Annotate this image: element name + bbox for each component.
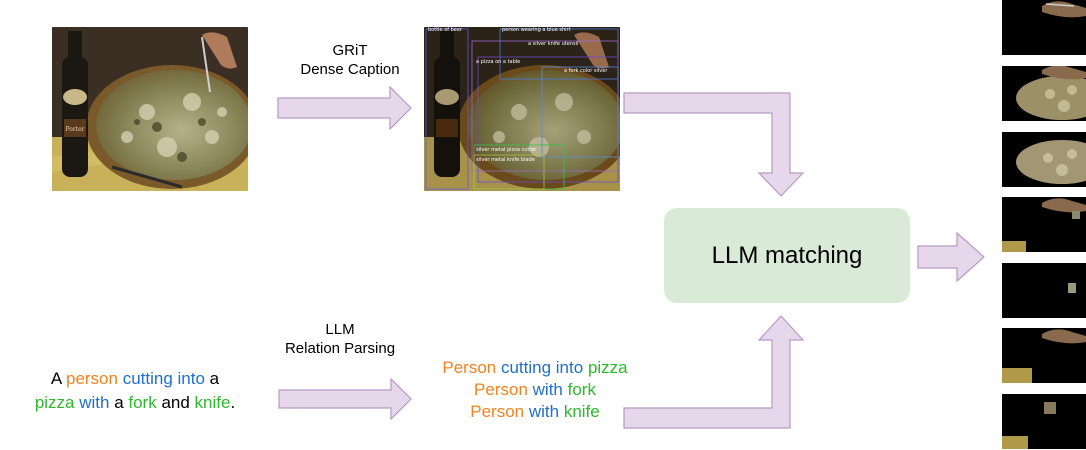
- sentence-token: a: [204, 369, 220, 388]
- relation-parsing-label: LLM Relation Parsing: [270, 320, 410, 358]
- arrow-down-icon: [623, 92, 805, 197]
- relation-predicate: cutting into: [500, 358, 584, 377]
- result-thumbnail: [1002, 394, 1086, 449]
- sentence-token: pizza: [34, 393, 75, 412]
- relation-object: fork: [567, 380, 596, 399]
- dense-caption-5: a fork color silver: [564, 68, 608, 74]
- sentence-line-1: A person cutting into a: [0, 367, 270, 391]
- sentence-token: knife: [194, 393, 231, 412]
- pizza-photo: Porter: [52, 27, 248, 191]
- result-thumbnail: [1002, 66, 1086, 121]
- relation-row: Person with knife: [400, 401, 670, 423]
- sentence-token: A: [50, 369, 66, 388]
- parsed-relations: Person cutting into pizza Person with fo…: [400, 357, 670, 423]
- svg-text:Porter: Porter: [65, 126, 84, 133]
- relation-subject: Person: [442, 358, 497, 377]
- sentence-token: cutting into: [122, 369, 205, 388]
- relation-object: knife: [563, 402, 600, 421]
- dense-caption-7: silver metal knife blade: [476, 157, 535, 163]
- result-thumbnail: [1002, 197, 1086, 252]
- result-thumbnail: [1002, 263, 1086, 318]
- dense-caption-6: silver metal pizza cutter: [476, 147, 537, 153]
- relation-predicate: with: [528, 402, 560, 421]
- relation-row: Person with fork: [400, 379, 670, 401]
- grit-label-line2: Dense Caption: [300, 61, 400, 78]
- sentence-token: .: [230, 393, 236, 412]
- sentence-token: with: [79, 393, 110, 412]
- result-thumbnail: [1002, 0, 1086, 55]
- parsing-label-line1: LLM: [325, 321, 355, 338]
- dense-caption-2: person wearing a blue shirt: [502, 27, 571, 33]
- relation-row: Person cutting into pizza: [400, 357, 670, 379]
- sentence-line-2: pizza with a fork and knife.: [0, 391, 270, 415]
- grit-label: GRiT Dense Caption: [300, 41, 400, 79]
- dense-caption-1: bottle of beer: [428, 27, 462, 33]
- dense-caption-3: a silver knife utensil: [528, 41, 579, 47]
- relation-object: pizza: [587, 358, 628, 377]
- sentence-token: a: [109, 393, 129, 412]
- relation-predicate: with: [532, 380, 563, 399]
- sentence-token: person: [65, 369, 118, 388]
- arrow-up-icon: [623, 315, 805, 429]
- llm-matching-box: LLM matching: [664, 208, 910, 303]
- sentence-token: and: [156, 393, 195, 412]
- result-thumbnail: [1002, 132, 1086, 187]
- arrow-right-icon: [277, 85, 412, 131]
- dense-caption-4: a pizza on a table: [476, 59, 521, 65]
- llm-matching-label: LLM matching: [711, 241, 863, 269]
- result-thumbnail: [1002, 328, 1086, 383]
- input-sentence: A person cutting into a pizza with a for…: [0, 367, 270, 415]
- relation-subject: Person: [474, 380, 528, 399]
- annotated-pizza-photo: bottle of beer person wearing a blue shi…: [424, 27, 620, 191]
- grit-label-line1: GRiT: [332, 42, 368, 59]
- relation-subject: Person: [470, 402, 525, 421]
- parsing-label-line2: Relation Parsing: [284, 340, 396, 357]
- arrow-right-icon: [917, 231, 985, 283]
- sentence-token: fork: [128, 393, 157, 412]
- arrow-right-icon: [278, 377, 412, 421]
